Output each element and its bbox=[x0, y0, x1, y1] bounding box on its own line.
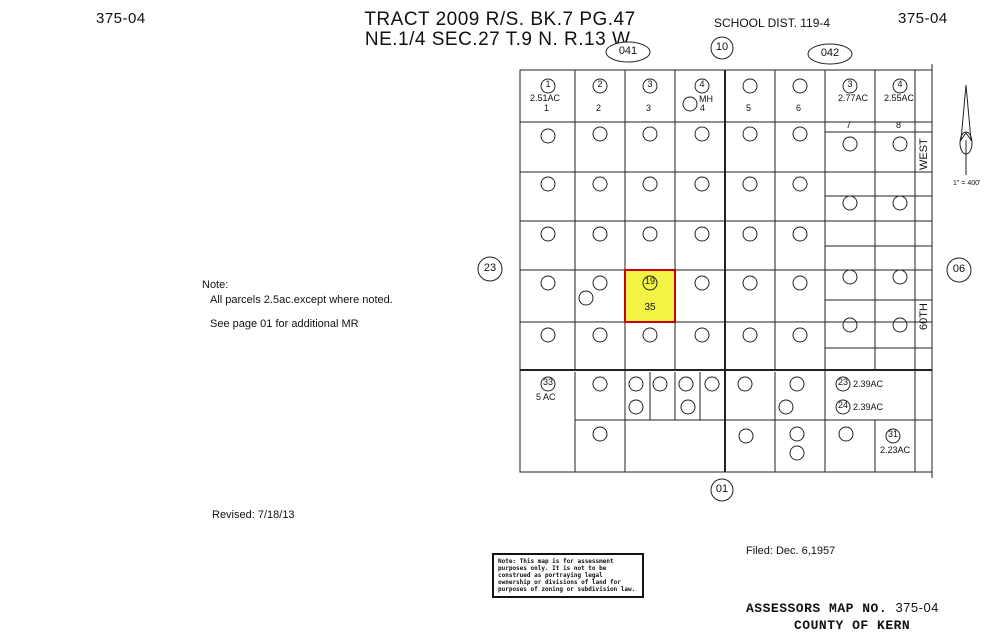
note-line-2: See page 01 for additional MR bbox=[210, 318, 359, 330]
book-label-23: 23 bbox=[483, 262, 497, 274]
parcel-lot: 5 bbox=[746, 103, 752, 113]
parcel-lot: 7 bbox=[846, 120, 852, 130]
title-line-2: NE.1/4 SEC.27 T.9 N. R.13 W. bbox=[364, 29, 636, 50]
parcel-label[interactable]: 3 bbox=[847, 79, 853, 89]
parcel-lot: 8 bbox=[896, 120, 902, 130]
book-circle-041 bbox=[605, 41, 651, 63]
parcel-area: MH bbox=[699, 94, 713, 104]
parcel-lot: 6 bbox=[796, 103, 802, 113]
parcel-lot: 3 bbox=[646, 103, 652, 113]
parcel-label[interactable]: 4 bbox=[699, 79, 705, 89]
book-circle-042 bbox=[807, 43, 853, 65]
assessors-map-number: 375-04 bbox=[895, 600, 939, 615]
parcel-area: 2.51AC bbox=[530, 93, 561, 103]
note-heading: Note: bbox=[202, 279, 229, 291]
parcel-label[interactable]: 3 bbox=[647, 79, 653, 89]
highlighted-parcel bbox=[624, 269, 676, 323]
parcel-label[interactable]: 2 bbox=[597, 79, 603, 89]
book-circle-06 bbox=[946, 257, 972, 283]
filed-date: Filed: Dec. 6,1957 bbox=[746, 545, 836, 557]
parcel-area: 5 AC bbox=[536, 392, 556, 402]
parcel-label[interactable]: 33 bbox=[542, 377, 553, 387]
book-label-041: 041 bbox=[618, 45, 638, 57]
parcel-label[interactable]: 31 bbox=[887, 429, 898, 439]
book-label-042: 042 bbox=[820, 47, 840, 59]
assessors-label-text: ASSESSORS MAP NO. bbox=[746, 601, 888, 616]
street-label: 60TH bbox=[918, 303, 930, 330]
street-label-2: WEST bbox=[918, 138, 930, 170]
title-line-1: TRACT 2009 R/S. BK.7 PG.47 bbox=[364, 9, 636, 30]
parcel-area: 2.55AC bbox=[884, 93, 915, 103]
parcel-lot: 2 bbox=[596, 103, 602, 113]
book-label-06: 06 bbox=[952, 263, 966, 275]
parcel-area: 2.23AC bbox=[880, 445, 911, 455]
parcel-area: 2.39AC bbox=[853, 402, 884, 412]
disclaimer-box: Note: This map is for assessment purpose… bbox=[492, 553, 644, 598]
map-number-left: 375-04 bbox=[96, 10, 146, 27]
parcel-label[interactable]: 1 bbox=[545, 79, 551, 89]
parcel-label[interactable]: 24 bbox=[837, 400, 848, 410]
book-label-01: 01 bbox=[715, 483, 729, 495]
book-circle-23 bbox=[477, 256, 503, 282]
book-circle-01 bbox=[710, 478, 734, 502]
county-label: COUNTY OF KERN bbox=[794, 618, 911, 633]
parcel-label[interactable]: 4 bbox=[897, 79, 903, 89]
north-arrow-icon bbox=[959, 84, 973, 175]
parcel-lot: 1 bbox=[544, 103, 550, 113]
revised-date: Revised: 7/18/13 bbox=[212, 509, 295, 521]
parcel-area: 2.39AC bbox=[853, 379, 884, 389]
assessors-map-label: ASSESSORS MAP NO. 375-04 bbox=[746, 600, 939, 616]
note-block: Note: All parcels 2.5ac.except where not… bbox=[202, 278, 393, 332]
map-title: TRACT 2009 R/S. BK.7 PG.47 NE.1/4 SEC.27… bbox=[290, 10, 710, 50]
parcel-lot: 4 bbox=[700, 103, 706, 113]
map-scale: 1" = 400' bbox=[953, 180, 981, 187]
parcel-area: 2.77AC bbox=[838, 93, 869, 103]
highlighted-parcel-label[interactable]: 19 bbox=[644, 276, 655, 286]
book-circle-10 bbox=[710, 36, 734, 60]
parcel-label[interactable]: 23 bbox=[837, 377, 848, 387]
map-number-right: 375-04 bbox=[898, 10, 948, 27]
note-line-1: All parcels 2.5ac.except where noted. bbox=[210, 294, 393, 306]
school-district: SCHOOL DIST. 119-4 bbox=[714, 16, 831, 30]
book-label-10: 10 bbox=[715, 41, 729, 53]
highlighted-parcel-lot: 35 bbox=[644, 302, 656, 313]
